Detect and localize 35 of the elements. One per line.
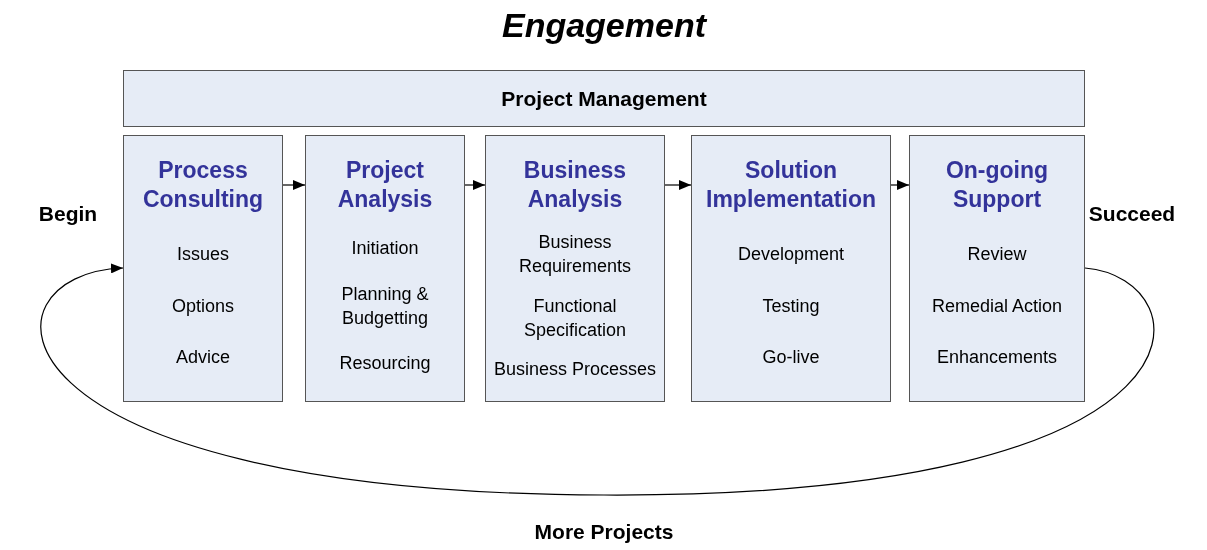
activity-text: Remedial Action	[930, 294, 1064, 318]
activity-text: Initiation	[350, 236, 420, 260]
activity-text: Advice	[175, 346, 231, 370]
flow-label: Succeed	[1088, 201, 1176, 227]
activity-text: Go-live	[761, 346, 821, 370]
arrow	[464, 180, 486, 190]
phase-heading: Process Consulting	[141, 156, 265, 214]
phase-heading: Business Analysis	[522, 156, 628, 214]
activity-text: Review	[966, 242, 1028, 266]
process-box	[485, 135, 665, 402]
arrow	[664, 180, 692, 190]
activity-text: Functional Specification	[522, 294, 628, 342]
phase-heading: On-going Support	[944, 156, 1050, 214]
activity-text: Planning & Budgetting	[340, 282, 430, 330]
activity-text: Testing	[761, 294, 821, 318]
box-heading: Project Management	[501, 85, 707, 112]
arrow	[890, 180, 910, 190]
process-box	[123, 135, 283, 402]
activity-text: Options	[170, 294, 235, 318]
activity-text: Enhancements	[935, 346, 1059, 370]
activity-text: Business Processes	[492, 358, 658, 382]
activity-text: Issues	[176, 242, 230, 266]
process-box	[305, 135, 465, 402]
process-box	[691, 135, 891, 402]
phase-heading: Solution Implementation	[705, 156, 877, 214]
arrow	[40, 264, 1155, 496]
arrow	[282, 180, 306, 190]
activity-text: Development	[736, 242, 846, 266]
activity-text: Business Requirements	[517, 230, 633, 278]
process-box	[123, 70, 1085, 127]
diagram-title: Engagement	[500, 5, 708, 46]
process-box	[909, 135, 1085, 402]
flow-label: Begin	[38, 201, 98, 227]
activity-text: Resourcing	[338, 352, 432, 376]
phase-heading: Project Analysis	[336, 156, 434, 214]
